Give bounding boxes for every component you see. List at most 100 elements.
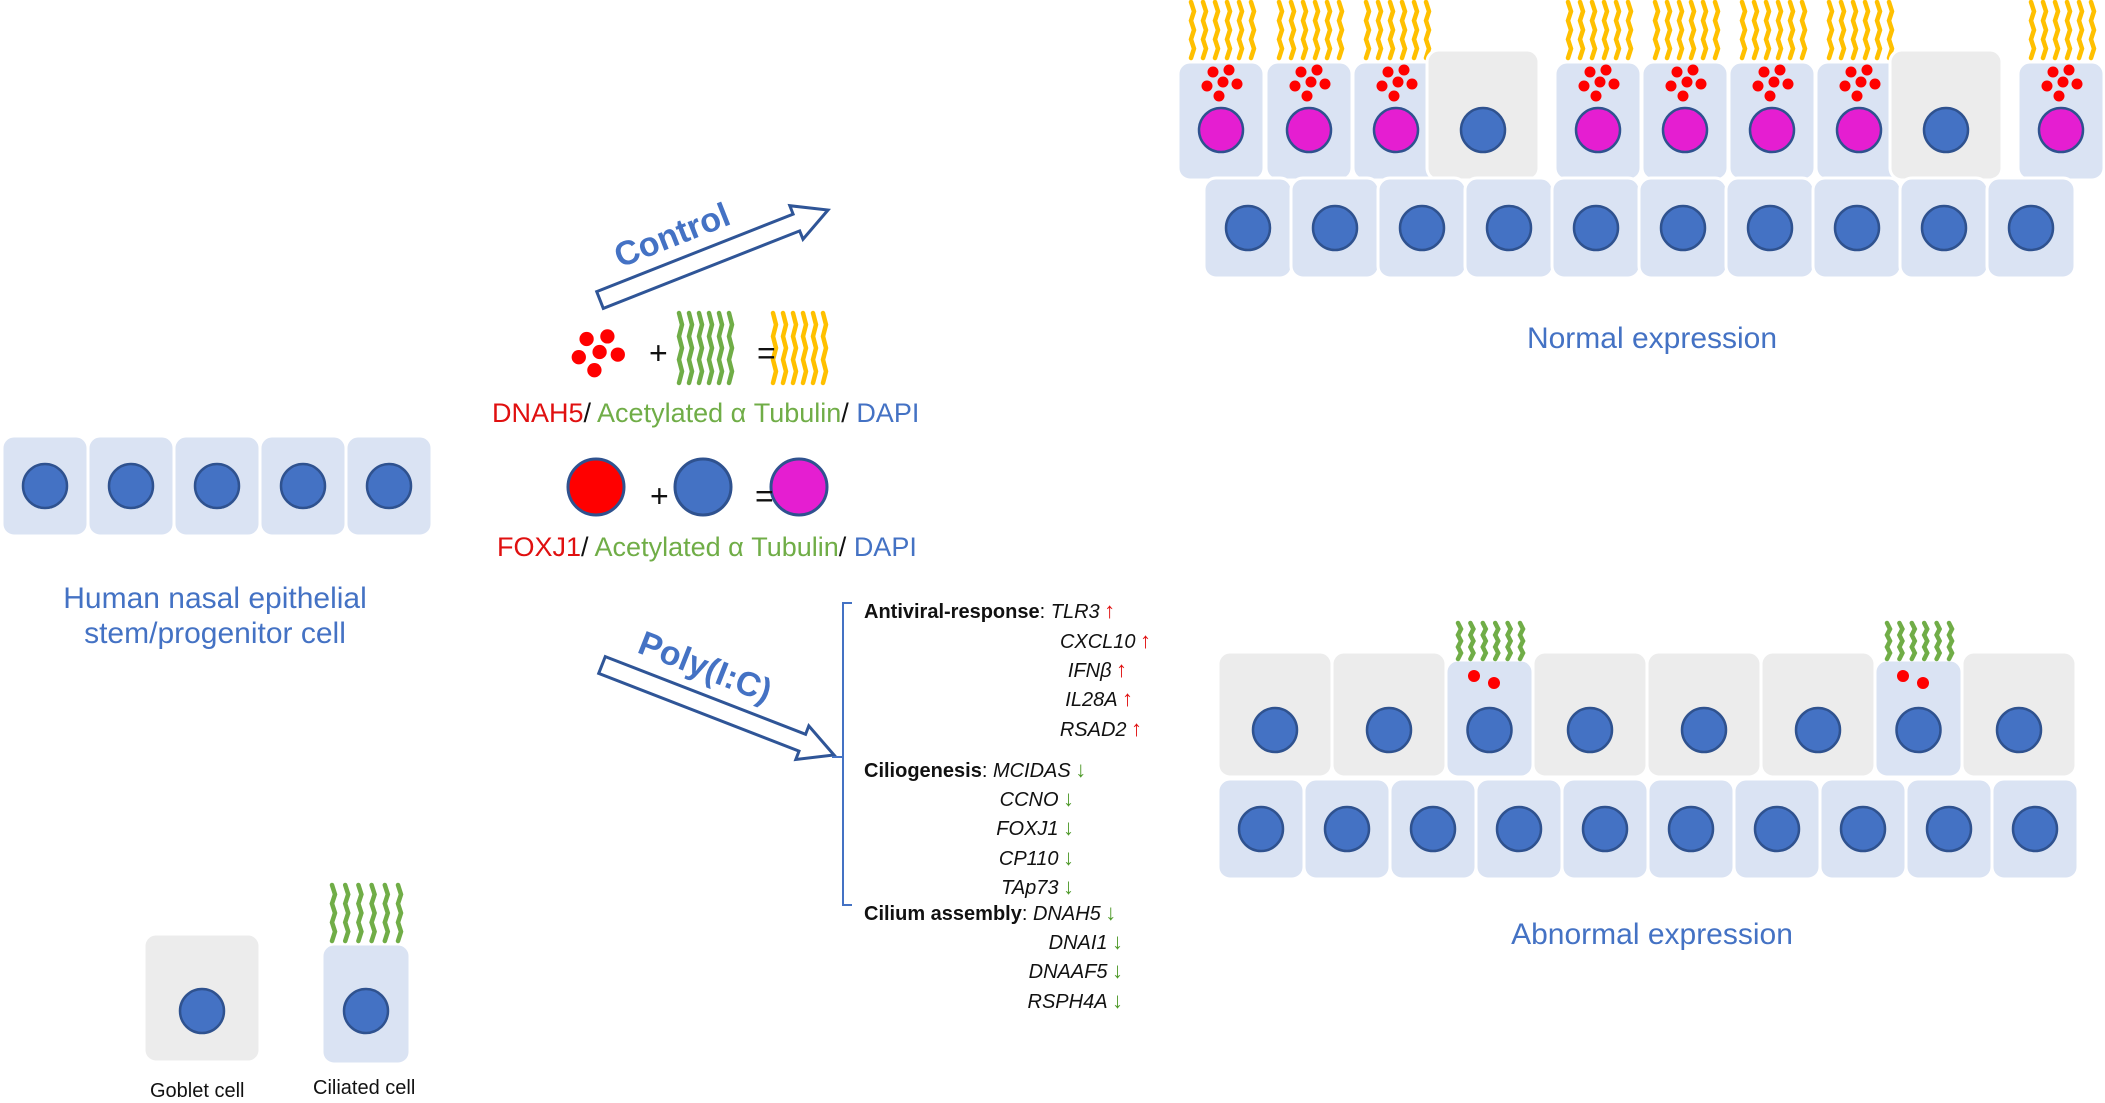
yellow-cilium: [1577, 0, 1586, 61]
green-cilium: [356, 882, 364, 944]
foxj1-marker-label: FOXJ1: [497, 532, 582, 562]
green-cilium: [1884, 620, 1893, 662]
red-dot: [1851, 90, 1863, 102]
gene-name: MCIDAS: [992, 760, 1071, 782]
red-dot: [2041, 80, 2053, 92]
down-arrow-icon: ↓: [1063, 845, 1074, 870]
red-dot: [1917, 677, 1929, 689]
yellow-cilium: [1712, 0, 1721, 61]
yellow-cilium: [1236, 0, 1245, 61]
gene-name: RSAD2: [1059, 719, 1127, 741]
control-arrow: [594, 203, 831, 311]
green-cilium: [395, 882, 404, 944]
separator: /: [841, 398, 857, 428]
red-dot: [1681, 76, 1693, 88]
down-arrow-icon: ↓: [1075, 757, 1087, 782]
gene-row: TAp73 ↓: [1001, 874, 1074, 900]
red-dot: [1319, 78, 1331, 90]
equals-sign-2: =: [755, 478, 774, 514]
plus-sign-2: +: [650, 478, 669, 514]
green-cilium: [1492, 620, 1501, 662]
yellow-cilium: [1200, 0, 1209, 61]
red-dot: [1608, 78, 1620, 90]
yellow-cilium: [2076, 0, 2085, 61]
gene-row: IFNβ ↑: [1068, 657, 1127, 683]
green-cilium: [1921, 620, 1930, 662]
yellow-cilium: [1336, 0, 1345, 61]
down-arrow-icon: ↓: [1112, 929, 1123, 954]
red-dot: [1398, 64, 1410, 76]
separator: /: [583, 398, 598, 428]
yellow-cilium: [770, 310, 779, 386]
red-dot: [1578, 80, 1590, 92]
nucleus: [1566, 706, 1614, 754]
up-arrow-icon: ↑: [1131, 716, 1142, 741]
red-dot: [587, 363, 602, 378]
nucleus: [178, 987, 226, 1035]
yellow-cilium: [1248, 0, 1257, 61]
green-cilium: [1455, 620, 1464, 662]
yellow-cilium: [1387, 0, 1396, 61]
yellow-cilium: [2028, 0, 2037, 61]
green-cilium: [369, 882, 377, 944]
yellow-cilium: [1787, 0, 1796, 61]
up-arrow-icon: ↑: [1104, 598, 1116, 623]
gene-name: IL28A: [1065, 689, 1118, 711]
red-dot: [1217, 76, 1229, 88]
red-dot: [1855, 76, 1867, 88]
dnah5-marker-label: DNAH5: [492, 398, 584, 428]
red-dot: [1311, 64, 1323, 76]
yellow-cilium: [1589, 0, 1598, 61]
nucleus: [21, 462, 69, 510]
green-cilium: [1517, 620, 1526, 662]
yellow-cilium: [790, 310, 799, 386]
nucleus: [1920, 204, 1968, 252]
red-dot: [2047, 66, 2059, 78]
nucleus: [193, 462, 241, 510]
green-cilium: [1909, 620, 1918, 662]
nucleus: [2007, 204, 2055, 252]
red-dot: [1388, 90, 1400, 102]
nucleus: [1237, 805, 1285, 853]
nucleus: [1485, 204, 1533, 252]
nucleus: [1895, 706, 1942, 754]
ciliogenesis-header-line: Ciliogenesis: MCIDAS ↓: [864, 757, 1087, 782]
red-dot: [1301, 90, 1313, 102]
tubulin-label: Acetylated α Tubulin: [594, 532, 839, 562]
ciliated-cell-caption: Ciliated cell: [313, 1077, 416, 1099]
yellow-cilium: [1276, 0, 1285, 61]
yellow-cilium: [1763, 0, 1772, 61]
gene-name: TLR3: [1050, 601, 1100, 623]
yellow-cilium: [1799, 0, 1808, 61]
red-dot: [571, 350, 586, 365]
yellow-cilium: [1775, 0, 1784, 61]
dapi-label: DAPI: [856, 398, 920, 428]
red-dot: [1774, 64, 1786, 76]
gene-row: CXCL10 ↑: [1060, 628, 1151, 654]
yellow-cilium: [1874, 0, 1883, 61]
yellow-cilium: [800, 310, 809, 386]
yellow-cilium: [1886, 0, 1895, 61]
red-dot: [1687, 64, 1699, 76]
yellow-cilium: [1664, 0, 1673, 61]
yellow-cilium: [1375, 0, 1384, 61]
red-dot: [1223, 64, 1235, 76]
gene-row: RSAD2 ↑: [1060, 716, 1142, 742]
yellow-cilium: [1288, 0, 1297, 61]
yellow-cilium: [810, 310, 819, 386]
red-dot: [1861, 64, 1873, 76]
gene-row: DNAI1 ↓: [1049, 929, 1123, 955]
green-cilium: [726, 310, 735, 386]
nucleus: [1409, 805, 1457, 853]
red-dot: [1201, 80, 1213, 92]
yellow-cilium: [1676, 0, 1685, 61]
red-dot: [579, 331, 594, 347]
tubulin-label: Acetylated α Tubulin: [597, 398, 842, 428]
red-dot: [1782, 78, 1794, 90]
plus-sign-1: +: [649, 335, 668, 371]
red-dot: [1665, 80, 1677, 92]
yellow-cilium: [1625, 0, 1634, 61]
yellow-cilium: [1613, 0, 1622, 61]
yellow-cilium: [1751, 0, 1760, 61]
